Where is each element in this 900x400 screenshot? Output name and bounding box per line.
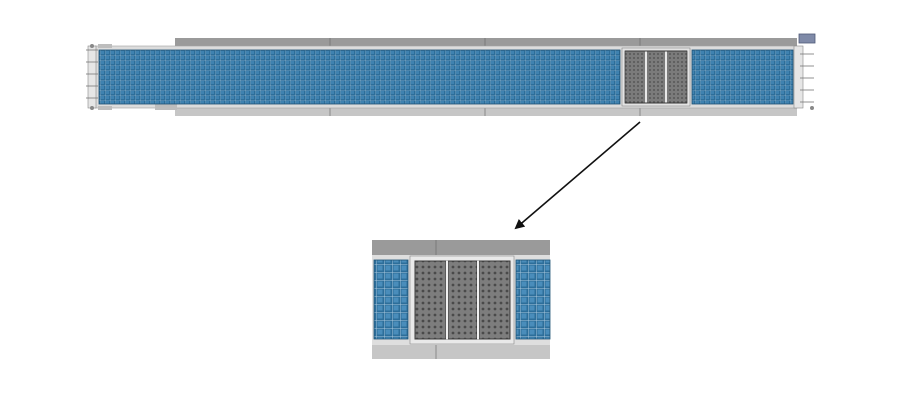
callout-arrow (514, 121, 641, 230)
discharge-end (793, 45, 814, 110)
detail-grating-panel (478, 260, 511, 340)
belt-section-left (98, 49, 621, 105)
grating-module-detail (372, 240, 551, 359)
detail-panel-gap (477, 261, 479, 339)
detail-rail-top (372, 240, 550, 255)
conveyor-plan-view (86, 33, 816, 116)
detail-rail-bottom (372, 345, 550, 359)
drive-motor-box (798, 33, 816, 44)
frame-rail-bottom (175, 106, 797, 116)
detail-belt-right (515, 259, 551, 340)
infeed-end (86, 44, 177, 110)
grating-module (621, 47, 691, 107)
detail-panel-gap (446, 261, 448, 339)
detail-grating-panel (414, 260, 447, 340)
detail-grating-panel (447, 260, 478, 340)
frame-rail-top (175, 38, 797, 48)
detail-belt-left (373, 259, 409, 340)
belt-section-right (691, 49, 794, 105)
